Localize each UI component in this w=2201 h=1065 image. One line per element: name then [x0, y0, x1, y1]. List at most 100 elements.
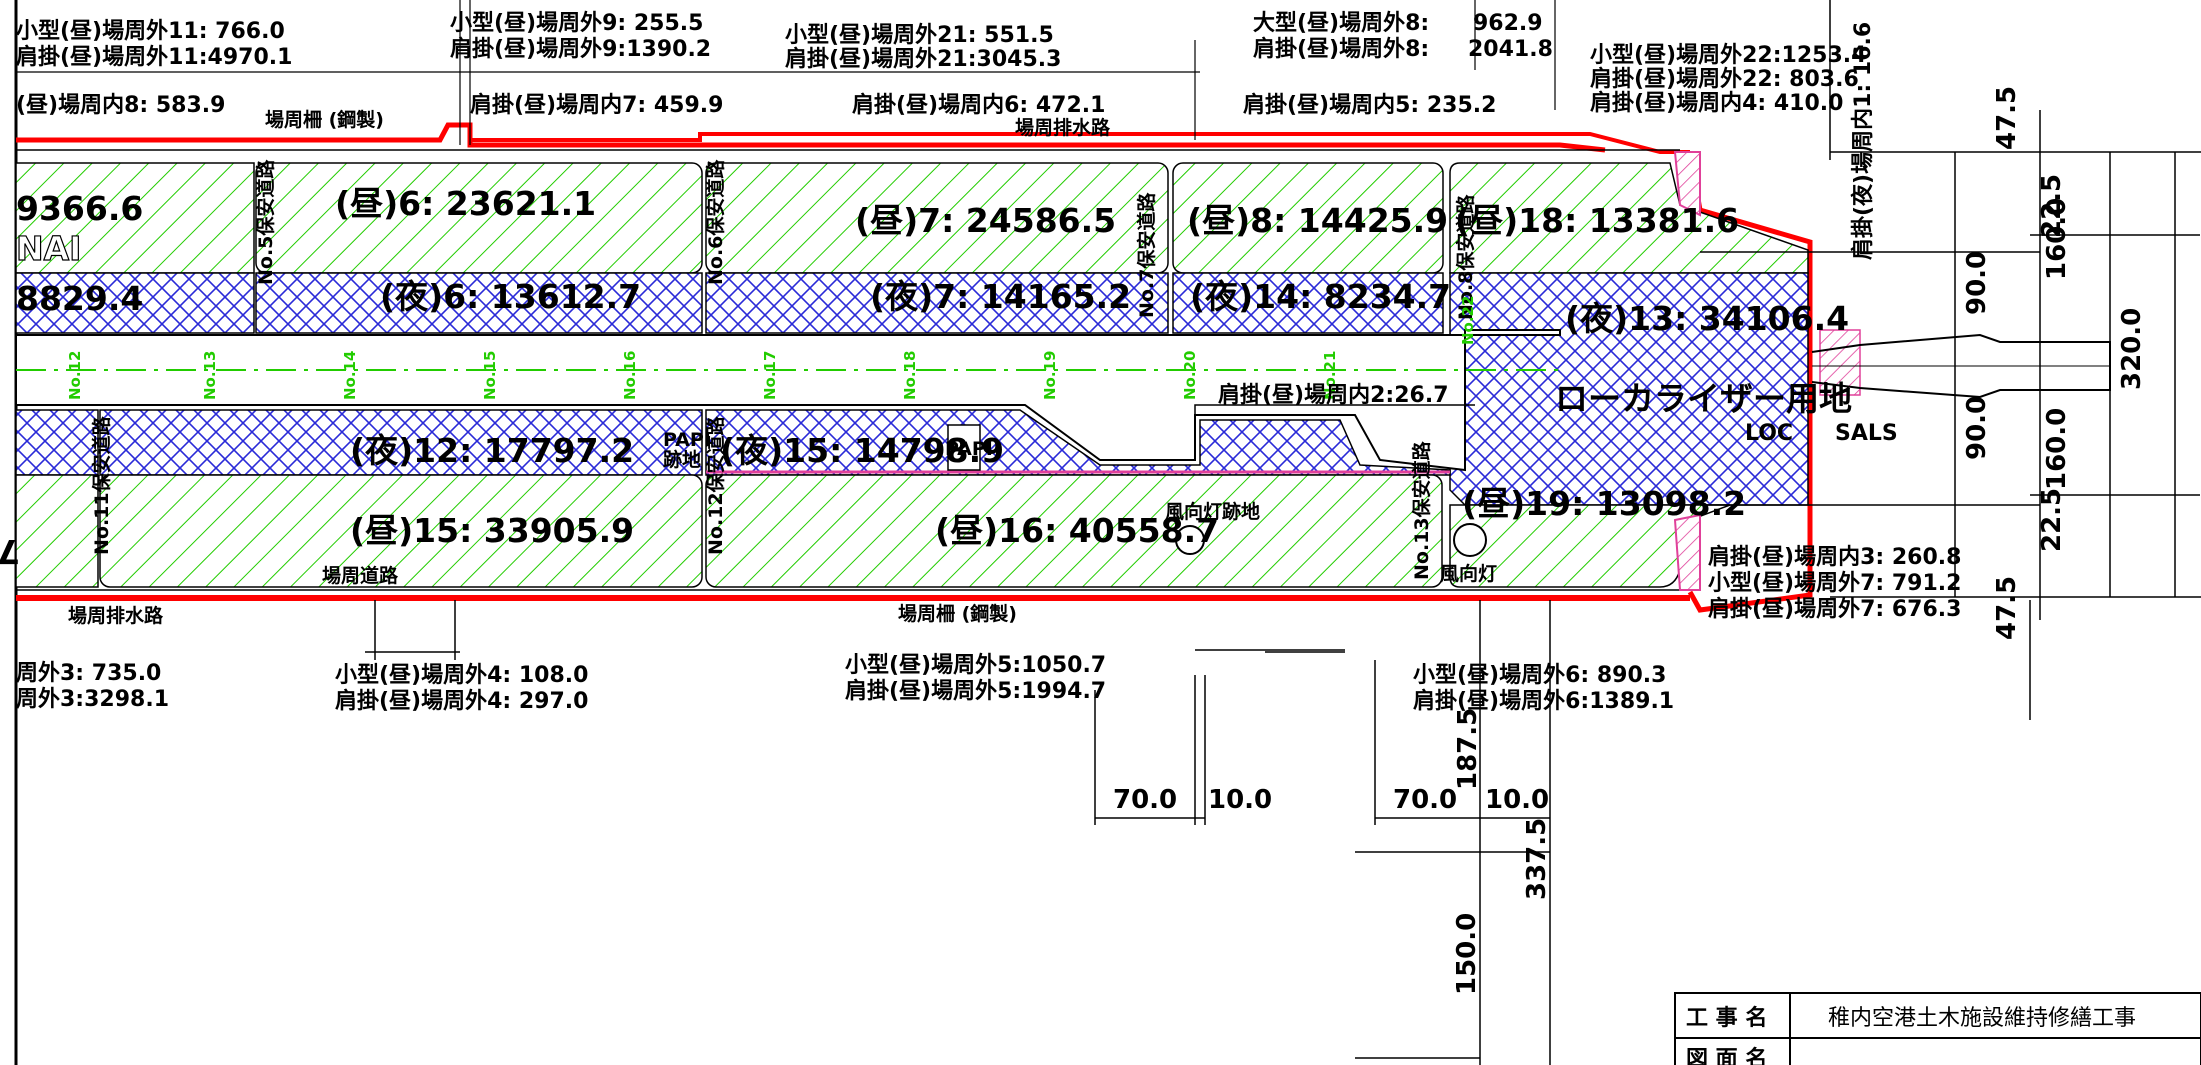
- runway: [15, 329, 1561, 472]
- label-r2: 小型(昼)場周外7: 791.2: [1708, 570, 1961, 596]
- feature-label-group: PAPI 跡地 PAPI ローカライザー用地 LOC SALS 肩掛(昼)場周内…: [68, 379, 1898, 627]
- label-road: 場周道路: [322, 564, 399, 587]
- dim-337-5: 337.5: [1522, 818, 1552, 900]
- dimension-label-group: 47.5 22.5 160.0 90.0 320.0 90.0 160.0 22…: [1113, 86, 2147, 995]
- label-l2b: 肩掛(昼)場周外9:1390.2: [450, 36, 711, 62]
- area-block: [15, 409, 99, 476]
- area-block: [1449, 162, 1809, 274]
- dim-47-5-bottom: 47.5: [1992, 576, 2022, 640]
- day-areas-bottom: [15, 474, 1731, 588]
- area-left-edge: 78: [0, 532, 20, 571]
- label-papi1-site: 跡地: [663, 448, 701, 471]
- road-no11: No.11保安道路: [90, 415, 113, 555]
- top-dimension-lines: [16, 0, 1556, 145]
- area-left-name: NAI: [16, 229, 81, 268]
- dim-70-left: 70.0: [1113, 785, 1177, 815]
- title-block-value-1: 稚内空港土木施設維持修繕工事: [1828, 1006, 2136, 1031]
- station-label: No.22: [1459, 296, 1477, 345]
- title-block: 工 事 名 稚内空港土木施設維持修繕工事 図 面 名: [1674, 992, 2201, 1065]
- area-night12: (夜)12: 17797.2: [350, 431, 634, 470]
- label-b2a: 小型(昼)場周外4: 108.0: [335, 662, 588, 688]
- bottom-label-group: 周外3: 735.0 周外3:3298.1 小型(昼)場周外4: 108.0 肩…: [16, 544, 1961, 714]
- dim-160-bottom: 160.0: [2042, 408, 2072, 490]
- station-label: No.21: [1321, 351, 1339, 400]
- label-l9: 肩掛(昼)場周内5: 235.2: [1243, 92, 1496, 118]
- area-block: [15, 272, 255, 334]
- station-label: No.18: [901, 351, 919, 400]
- area-day8: (昼)8: 14425.9: [1187, 201, 1448, 240]
- road-no7: No.7保安道路: [1135, 192, 1158, 318]
- label-l5b: 肩掛(昼)場周外22: 803.6: [1590, 66, 1859, 92]
- area-night7: (夜)7: 14165.2: [870, 277, 1131, 316]
- magenta-hatch: [1673, 151, 1701, 217]
- label-l3b: 肩掛(昼)場周外21:3045.3: [785, 46, 1061, 72]
- station-label: No.17: [761, 351, 779, 400]
- dim-160-top: 160.0: [2042, 198, 2072, 280]
- label-l4b: 肩掛(昼)場周外8:: [1253, 36, 1429, 62]
- area-block: [1172, 272, 1444, 334]
- magenta-hatch: [1673, 513, 1701, 591]
- title-block-label-2: 図 面 名: [1686, 1046, 1767, 1065]
- station-label-group: No.12 No.13 No.14 No.15 No.16 No.17 No.1…: [66, 296, 1477, 400]
- dim-22-5-top: 22.5: [2037, 174, 2067, 238]
- station-label: No.15: [481, 351, 499, 400]
- label-l1a: 小型(昼)場周外11: 766.0: [16, 18, 285, 44]
- dim-47-5-top: 47.5: [1992, 86, 2022, 150]
- area-night15: (夜)15: 14798.9: [720, 431, 1004, 470]
- label-loc: LOC: [1745, 421, 1793, 446]
- road-no8: No.8保安道路: [1454, 194, 1477, 320]
- dim-10-left: 10.0: [1208, 785, 1272, 815]
- station-label: No.16: [621, 351, 639, 400]
- dim-10-right: 10.0: [1485, 785, 1549, 815]
- label-l5a: 小型(昼)場周外22:1253.4: [1590, 42, 1866, 68]
- label-drain-top: 場周排水路: [1015, 116, 1111, 139]
- label-l4a-val: 962.9: [1473, 11, 1543, 36]
- label-l2a: 小型(昼)場周外9: 255.5: [450, 10, 703, 36]
- label-b4b: 肩掛(昼)場周外6:1389.1: [1413, 688, 1674, 714]
- area-block: [255, 272, 703, 334]
- dim-70-right: 70.0: [1393, 785, 1457, 815]
- label-b1a: 周外3: 735.0: [16, 660, 161, 686]
- label-fence-top: 場周柵 (鋼製): [265, 108, 384, 131]
- label-fence-bottom: 場周柵 (鋼製): [898, 602, 1017, 625]
- top-label-group: 小型(昼)場周外11: 766.0 肩掛(昼)場周外11:4970.1 小型(昼…: [16, 10, 1876, 260]
- wind-cone: [1453, 523, 1487, 557]
- area-day15: (昼)15: 33905.9: [350, 511, 634, 550]
- area-block: [705, 474, 1443, 588]
- label-drain-bottom: 場周排水路: [68, 604, 164, 627]
- road-no5: No.5保安道路: [254, 159, 277, 285]
- road-no13: No.13保安道路: [1410, 440, 1433, 580]
- dim-90-top: 90.0: [1962, 251, 1992, 315]
- road-label-group: No.5保安道路 No.6保安道路 No.7保安道路 No.8保安道路 No.1…: [90, 159, 1477, 580]
- label-l4b-val: 2041.8: [1468, 37, 1553, 62]
- area-left-day: 9366.6: [16, 189, 143, 228]
- papi-box: [947, 424, 981, 471]
- night-areas-top: [15, 272, 1809, 506]
- label-b3b: 肩掛(昼)場周外5:1994.7: [845, 678, 1106, 704]
- area-block: [99, 409, 703, 476]
- label-papi2: PAPI: [945, 438, 993, 460]
- dim-150: 150.0: [1452, 913, 1482, 995]
- area-night14: (夜)14: 8234.7: [1190, 277, 1451, 316]
- label-wind-site: 風向灯跡地: [1165, 500, 1260, 523]
- label-l7: 肩掛(昼)場周内7: 459.9: [470, 92, 723, 118]
- label-l5c: 肩掛(昼)場周内4: 410.0: [1590, 90, 1843, 116]
- label-localizer-area: ローカライザー用地: [1555, 379, 1852, 418]
- night-areas-bottom: [15, 409, 1451, 476]
- area-label-group: 9366.6 NAI 8829.4 (昼)6: 23621.1 (夜)6: 13…: [0, 184, 1849, 571]
- label-papi1: PAPI: [663, 429, 711, 451]
- label-wind: 風向灯: [1440, 562, 1497, 585]
- area-night6: (夜)6: 13612.7: [380, 277, 641, 316]
- dim-187-5: 187.5: [1453, 708, 1483, 790]
- bottom-dimension-lines: [365, 600, 1551, 1065]
- station-label: No.20: [1181, 351, 1199, 400]
- label-r3: 肩掛(昼)場周外7: 676.3: [1708, 596, 1961, 622]
- label-b3a: 小型(昼)場周外5:1050.7: [845, 652, 1106, 678]
- area-left-night: 8829.4: [16, 279, 143, 318]
- area-block: [705, 272, 1169, 334]
- dim-90-bottom: 90.0: [1962, 396, 1992, 460]
- station-label: No.14: [341, 351, 359, 400]
- label-l6: (昼)場周内8: 583.9: [16, 93, 225, 118]
- dim-22-5-bottom: 22.5: [2037, 488, 2067, 552]
